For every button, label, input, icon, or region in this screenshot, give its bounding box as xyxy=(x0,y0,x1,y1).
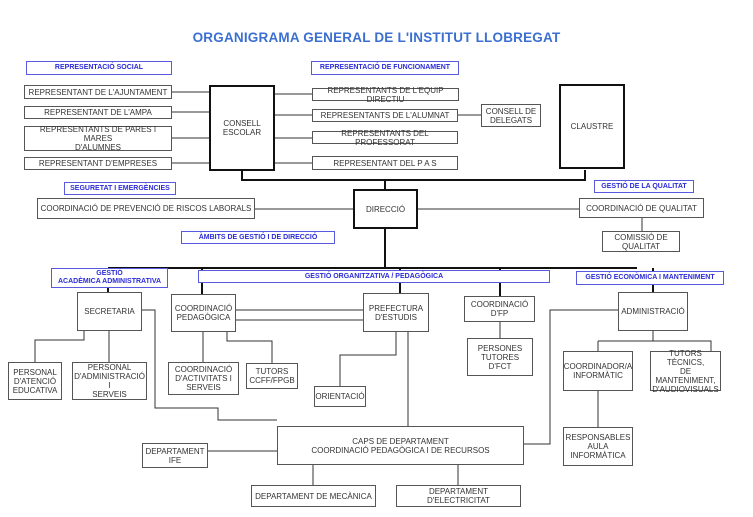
orientacio: ORIENTACIÓ xyxy=(314,386,366,407)
responsables-aula-informatica: RESPONSABLES AULA INFORMÀTICA xyxy=(563,427,633,466)
social-item-ajuntament: REPRESENTANT DE L'AJUNTAMENT xyxy=(24,85,172,99)
coordinacio-fp: COORDINACIÓ D'FP xyxy=(464,296,535,322)
consell-escolar: CONSELL ESCOLAR xyxy=(209,85,275,171)
header-ambits: ÀMBITS DE GESTIÓ I DE DIRECCIÓ xyxy=(181,231,335,244)
tutors-tecnics: TUTORS TÈCNICS, DE MANTENIMENT, D'AUDIOV… xyxy=(650,349,721,394)
departament-electricitat: DEPARTAMENT D'ELECTRICITAT xyxy=(396,485,521,507)
persones-tutores-fct: PERSONES TUTORES D'FCT xyxy=(467,338,533,376)
social-item-ampa: REPRESENTANT DE L'AMPA xyxy=(24,106,172,119)
header-economica: GESTIÓ ECONÒMICA I MANTENIMENT xyxy=(576,271,724,285)
caps-departament: CAPS DE DEPARTAMENT COORDINACIÓ PEDAGÒGI… xyxy=(277,426,524,465)
header-qualitat: GESTIÓ DE LA QUALITAT xyxy=(594,180,694,193)
coordinacio-activitats-serveis: COORDINACIÓ D'ACTIVITATS I SERVEIS xyxy=(168,362,239,395)
administracio: ADMINISTRACIÓ xyxy=(618,292,688,331)
header-social: REPRESENTACIÓ SOCIAL xyxy=(26,61,172,75)
coordinacio-pedagogica: COORDINACIÓ PEDAGÒGICA xyxy=(171,294,236,332)
social-item-pares-mares: REPRESENTANTS DE PARES I MARES D'ALUMNES xyxy=(24,125,172,152)
coordinador-informatic: COORDINADOR/A INFORMÀTIC xyxy=(563,351,633,391)
header-seguretat: SEGURETAT I EMERGÈNCIES xyxy=(64,182,176,195)
consell-delegats: CONSELL DE DELEGATS xyxy=(481,104,541,127)
secretaria: SECRETARIA xyxy=(77,292,142,331)
coordinacio-qualitat: COORDINACIÓ DE QUALITAT xyxy=(579,198,704,218)
personal-administracio-serveis: PERSONAL D'ADMINISTRACIÓ I SERVEIS xyxy=(72,362,147,400)
funcionament-item-professorat: REPRESENTANTS DEL PROFESSORAT xyxy=(312,129,458,147)
page-title: ORGANIGRAMA GENERAL DE L'INSTITUT LLOBRE… xyxy=(192,30,561,45)
claustre: CLAUSTRE xyxy=(559,84,625,169)
funcionament-item-pas: REPRESENTANT DEL P A S xyxy=(312,156,458,170)
header-funcionament: REPRESENTACIÓ DE FUNCIONAMENT xyxy=(311,61,459,75)
prefectura-estudis: PREFECTURA D'ESTUDIS xyxy=(363,293,429,332)
departament-ife: DEPARTAMENT IFE xyxy=(142,443,208,468)
header-organitzativa: GESTIÓ ORGANITZATIVA / PEDAGÒGICA xyxy=(198,270,550,283)
social-item-empreses: REPRESENTANT D'EMPRESES xyxy=(24,157,172,170)
tutors-ccff-fpgb: TUTORS CCFF/FPGB xyxy=(246,363,298,389)
personal-atencio-educativa: PERSONAL D'ATENCIÓ EDUCATIVA xyxy=(8,362,62,400)
header-academica: GESTIÓ ACADÈMICA ADMINISTRATIVA xyxy=(51,268,168,288)
funcionament-item-alumnat: REPRESENTANTS DE L'ALUMNAT xyxy=(312,109,458,122)
departament-mecanica: DEPARTAMENT DE MECÀNICA xyxy=(251,485,376,507)
comissio-qualitat: COMISSIÓ DE QUALITAT xyxy=(602,231,680,252)
coordinacio-prevencio-riscos: COORDINACIÓ DE PREVENCIÓ DE RISCOS LABOR… xyxy=(37,198,255,219)
funcionament-item-equip-directiu: REPRESENTANTS DE L'EQUIP DIRECTIU xyxy=(312,86,459,104)
direccio: DIRECCIÓ xyxy=(353,189,418,229)
